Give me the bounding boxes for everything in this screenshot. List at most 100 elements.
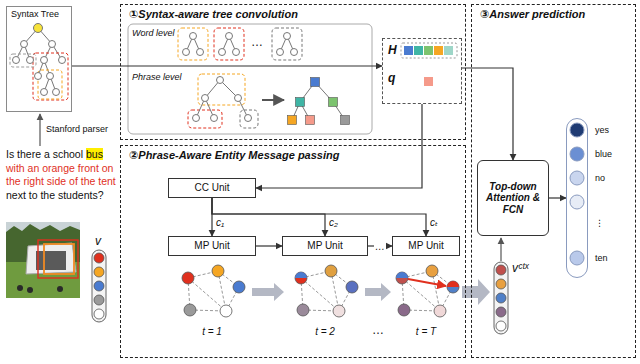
syntax-tree-figure-part [59,57,66,64]
answer-scores [570,123,584,265]
syntax-tree-figure-part [47,73,54,80]
entity-graph-part [434,305,446,317]
syntax-tree-figure-part [21,41,28,48]
syntax-tree-panel: Syntax Tree [6,6,72,112]
connector [256,245,282,246]
vector-label: v [95,235,101,249]
feature-squares-part [404,46,413,55]
entity-graph-part [396,272,408,284]
tree-convolution-figure-part [219,49,226,56]
entity-graph-part [188,271,239,311]
unit-label: MP Unit [194,240,229,252]
entity-graph [295,265,358,317]
syntax-tree-figure [10,24,68,101]
scene-photo-part [6,222,80,298]
syntax-tree-figure-part [27,57,34,64]
process-box: MP Unit [392,236,460,256]
tree-convolution-figure-part [288,116,297,125]
unit-label: MP Unit [408,240,443,252]
step-arrow-part [252,283,284,301]
entity-graph-part [295,272,307,284]
question-text: Is there a school bus with an orange fro… [6,148,118,203]
step-label: t = T [416,326,436,338]
entity-graph [182,265,245,317]
syntax-tree-figure-part [41,57,48,64]
unit-label: CC Unit [194,182,229,194]
syntax-tree-figure-part [49,41,56,48]
question-part: with an orange front on the right side o… [6,162,116,188]
entity-graph-part [182,272,194,284]
unit-label: MP Unit [307,240,342,252]
tree-convolution-figure-part [190,33,197,40]
context-feature-vector-part [496,307,506,317]
answer-label: blue [595,149,612,159]
syntax-tree-figure-part [33,53,68,100]
answer-scores-part [570,147,584,161]
tree-convolution-figure-part [296,98,305,107]
object-feature-vector-part [92,250,106,322]
feature-squares [401,43,457,86]
tree-convolution-figure-part [211,115,218,122]
answer-scores-part [570,195,584,209]
tree-convolution-figure-part [183,49,190,56]
edge-label: cₜ [429,217,439,228]
context-feature-vector-part [496,265,506,275]
edge-label: … [374,241,386,252]
answer-label: no [595,173,605,183]
answer-label: ten [595,253,608,263]
level-label: Phrase level [132,72,182,82]
answer-scores-part [570,123,584,137]
connector [256,104,422,188]
syntax-tree-figure-part [16,28,62,92]
connector [549,197,566,198]
feature-squares-part [444,46,453,55]
object-feature-vector-part [94,281,104,291]
feature-squares-part [414,46,423,55]
scene-photo-part [26,243,76,274]
tree-convolution-figure-part [178,28,208,60]
tree-convolution-figure-part [284,33,291,40]
tree-convolution-figure-part [128,24,372,134]
tree-convolution-figure-part [188,110,222,128]
question-part: bus [86,148,103,160]
tree-convolution-figure-part [292,82,345,120]
tree-convolution-figure-part [235,95,242,102]
stage-title: ①Syntax-aware tree convolution [129,8,298,21]
scene-photo-part [27,287,33,293]
tree-convolution-figure-part [306,116,315,125]
stage-title: ③Answer prediction [480,8,585,21]
tree-convolution-figure-part [272,28,302,60]
question-part: Is there a school [6,148,83,160]
tool-label: Stanford parser [46,124,108,134]
answer-label: yes [595,125,609,135]
syntax-tree-figure-part [35,73,42,80]
entity-graph-part [402,271,453,311]
scene-photo-part [17,285,23,291]
symbol-label: q [388,72,395,86]
panel-heading: Syntax Tree [11,9,59,19]
scene-photo-part [38,240,78,278]
tree-convolution-figure-part [262,99,284,101]
syntax-tree-figure-part [13,57,20,64]
unit-label: Top-down Attention & FCN [482,181,544,216]
syntax-tree-figure-part [53,89,60,96]
scene-photo-part [57,286,63,292]
context-feature-vector-part [500,238,501,261]
vector-label: vᶜᵗˣ [512,262,529,276]
connector [462,68,513,160]
connector [72,65,382,66]
object-feature-vector [92,250,106,322]
tree-convolution-figure-part [226,33,233,40]
context-feature-vector [494,238,508,334]
tree-convolution-figure-part [217,77,224,84]
entity-graph-part [295,272,307,278]
scene-photo-part [44,244,74,274]
tree-convolution-figure [128,24,372,134]
step-label: t = 2 [315,326,335,338]
context-feature-vector-part [494,262,508,334]
stage-region: ③Answer predictionTop-down Attention & F… [471,4,636,358]
context-feature-vector-part [496,279,506,289]
feature-squares-part [434,46,443,55]
tree-convolution-figure-part [198,74,245,105]
